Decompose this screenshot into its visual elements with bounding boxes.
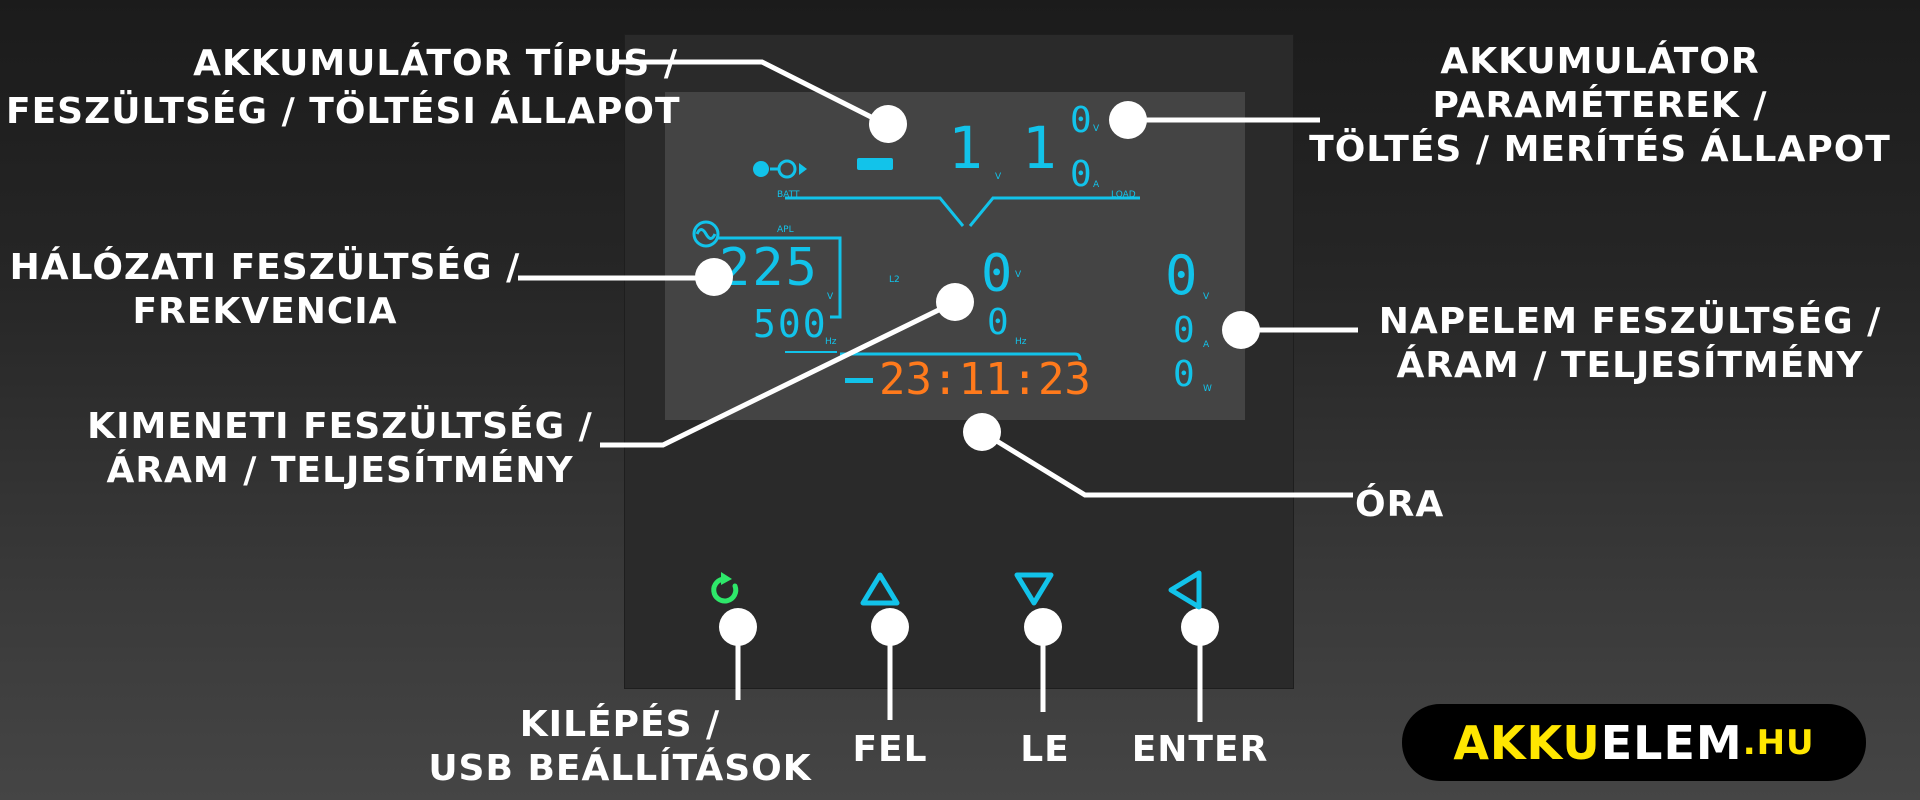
battery-params-line-2: PARAMÉTEREK / — [1432, 85, 1768, 126]
grid-flow-icon — [753, 159, 807, 179]
battery-voltage-unit: V — [995, 172, 1002, 182]
down-triangle-icon[interactable] — [1012, 570, 1056, 608]
apl-label: APL — [777, 225, 794, 235]
battery-type-dot — [869, 105, 907, 143]
grid-line-1: HÁLÓZATI FESZÜLTSÉG / — [9, 247, 521, 288]
exit-line-2: USB BEÁLLÍTÁSOK — [428, 748, 812, 789]
up-triangle-icon[interactable] — [858, 570, 902, 608]
battery-type-line-1: AKKUMULÁTOR TÍPUS / — [193, 43, 678, 84]
clock-value: 23:11:23 — [879, 354, 1091, 405]
battery-params-line-1: AKKUMULÁTOR — [1440, 41, 1760, 82]
battery-type-label: AKKUMULÁTOR TÍPUS / — [193, 42, 678, 86]
battery-param-unit-v: V — [1093, 124, 1100, 134]
solar-label: NAPELEM FESZÜLTSÉG / ÁRAM / TELJESÍTMÉNY — [1360, 300, 1900, 388]
grid-voltage-value: 225 — [719, 238, 819, 298]
solar-digit-1: 0 — [1165, 244, 1200, 307]
output-unit-v: V — [1015, 270, 1022, 280]
batt-label: BATT — [777, 190, 800, 200]
grid-label: HÁLÓZATI FESZÜLTSÉG / FREKVENCIA — [0, 246, 530, 334]
exit-label: KILÉPÉS / USB BEÁLLÍTÁSOK — [420, 703, 820, 791]
enter-label: ENTER — [1131, 729, 1269, 770]
battery-type-line-2: FESZÜLTSÉG / TÖLTÉSI ÁLLAPOT — [6, 91, 681, 132]
grid-line-2: FREKVENCIA — [132, 291, 398, 332]
up-label: FEL — [852, 729, 928, 770]
battery-param-unit-a: A — [1093, 180, 1100, 190]
output-line-2: ÁRAM / TELJESÍTMÉNY — [106, 450, 574, 491]
exit-line-1: KILÉPÉS / — [519, 704, 721, 745]
solar-unit-a: A — [1203, 340, 1210, 350]
battery-params-line-3: TÖLTÉS / MERÍTÉS ÁLLAPOT — [1309, 129, 1891, 170]
logo-part-elem: ELEM — [1600, 715, 1743, 770]
l2-label: L2 — [889, 275, 900, 285]
solar-digit-2: 0 — [1173, 310, 1197, 351]
solar-line-1: NAPELEM FESZÜLTSÉG / — [1378, 301, 1882, 342]
logo-part-hu: .HU — [1742, 722, 1815, 763]
lcd-display: 1 1 V 0 V 0 A BATT LOAD APL 225 V 500 Hz… — [665, 92, 1245, 420]
grid-frequency-value: 500 — [753, 302, 828, 346]
load-label: LOAD — [1111, 190, 1136, 200]
output-digit-1: 0 — [981, 244, 1015, 304]
logo-part-akku: AKKU — [1453, 715, 1601, 770]
up-button-dot[interactable] — [871, 608, 909, 646]
down-label: LE — [1020, 729, 1070, 770]
grid-voltage-unit: V — [827, 292, 834, 302]
battery-bar-icon — [857, 158, 893, 170]
flow-lines — [717, 196, 1140, 361]
battery-params-dot — [1109, 101, 1147, 139]
solar-unit-w: W — [1203, 384, 1212, 394]
battery-param-digit-1: 0 — [1070, 100, 1094, 141]
output-unit-hz: Hz — [1015, 337, 1027, 347]
enter-button-dot[interactable] — [1181, 608, 1219, 646]
exit-refresh-icon[interactable] — [705, 570, 745, 610]
grid-frequency-unit: Hz — [825, 337, 837, 347]
solar-unit-v: V — [1203, 292, 1210, 302]
grid-dot — [695, 258, 733, 296]
output-dot — [936, 283, 974, 321]
output-line-1: KIMENETI FESZÜLTSÉG / — [87, 406, 593, 447]
battery-params-label: AKKUMULÁTOR PARAMÉTEREK / TÖLTÉS / MERÍT… — [1300, 40, 1900, 172]
solar-dot — [1222, 311, 1260, 349]
solar-line-2: ÁRAM / TELJESÍTMÉNY — [1396, 345, 1864, 386]
down-button-dot[interactable] — [1024, 608, 1062, 646]
clock-dot — [963, 413, 1001, 451]
solar-digit-3: 0 — [1173, 354, 1197, 395]
battery-type-label-2: FESZÜLTSÉG / TÖLTÉSI ÁLLAPOT — [6, 90, 681, 134]
exit-button-dot[interactable] — [719, 608, 757, 646]
output-digit-2: 0 — [987, 302, 1011, 343]
clock-dash — [845, 378, 873, 383]
battery-digits: 1 1 — [948, 114, 1059, 182]
enter-triangle-icon[interactable] — [1166, 568, 1206, 612]
ac-sine-icon — [692, 220, 720, 248]
output-label: KIMENETI FESZÜLTSÉG / ÁRAM / TELJESÍTMÉN… — [80, 405, 600, 493]
clock-label: ÓRA — [1355, 484, 1445, 525]
battery-param-digit-2: 0 — [1070, 154, 1094, 195]
